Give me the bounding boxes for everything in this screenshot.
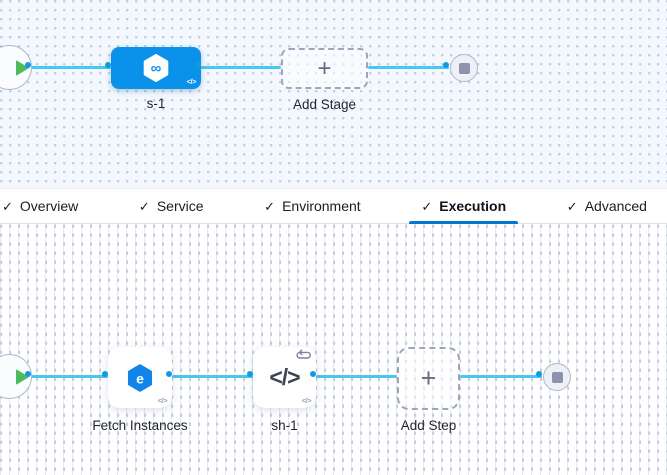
plus-icon: +	[420, 363, 437, 393]
connector-line	[201, 66, 281, 69]
check-icon: ✓	[264, 198, 276, 214]
tab-environment[interactable]: ✓ Environment	[252, 189, 373, 223]
tab-label: Overview	[19, 198, 79, 214]
active-tab-underline	[409, 221, 519, 224]
stage-node-s1[interactable]: ∞ </>	[111, 47, 201, 89]
connector-port[interactable]	[443, 62, 449, 68]
connector-port[interactable]	[195, 62, 201, 68]
connector-port[interactable]	[247, 371, 253, 377]
connector-port[interactable]	[25, 371, 31, 377]
step-node-fetch-instances[interactable]: e </>	[108, 347, 172, 408]
stop-icon	[458, 62, 470, 74]
add-stage-button[interactable]: +	[281, 48, 368, 89]
execution-graph-canvas[interactable]: e </> Fetch Instances </> </> sh-1 + Add…	[0, 224, 667, 475]
plus-icon: +	[317, 54, 332, 82]
check-icon: ✓	[138, 198, 150, 214]
check-icon: ✓	[566, 198, 578, 214]
fetch-instances-icon: e	[127, 363, 153, 392]
stage-graph-canvas[interactable]: ∞ </> s-1 + Add Stage	[0, 0, 667, 188]
pipeline-end-node[interactable]	[450, 54, 478, 82]
stage-name-label[interactable]: s-1	[146, 96, 166, 111]
execution-end-node[interactable]	[543, 363, 571, 391]
tab-label: Advanced	[584, 198, 647, 214]
connector-line	[368, 66, 449, 69]
connector-port[interactable]	[105, 62, 111, 68]
connector-line	[460, 375, 542, 378]
cd-stage-hexagon-icon: ∞	[143, 54, 169, 82]
add-step-label: Add Step	[400, 418, 457, 433]
connector-line	[172, 375, 253, 378]
connector-line	[31, 375, 108, 378]
check-icon: ✓	[2, 198, 13, 214]
add-step-button[interactable]: +	[397, 347, 460, 410]
yaml-code-icon[interactable]: </>	[301, 396, 312, 405]
yaml-code-icon[interactable]: </>	[157, 396, 168, 405]
tab-label: Environment	[282, 198, 361, 214]
connector-port[interactable]	[310, 371, 316, 377]
step-name-label[interactable]: Fetch Instances	[92, 418, 188, 433]
tab-service[interactable]: ✓ Service	[127, 189, 216, 223]
letter-e-glyph: e	[136, 370, 144, 386]
tab-overview[interactable]: ✓ Overview	[0, 189, 90, 223]
connector-port[interactable]	[536, 371, 542, 377]
connector-line	[31, 66, 111, 69]
add-stage-label: Add Stage	[292, 97, 357, 112]
shell-script-icon: </>	[269, 364, 300, 390]
looping-strategy-icon	[296, 349, 312, 362]
connector-port[interactable]	[102, 371, 108, 377]
step-node-sh1[interactable]: </> </>	[253, 347, 316, 408]
tab-label: Service	[156, 198, 204, 214]
infinity-glyph: ∞	[151, 60, 162, 77]
tab-label: Execution	[439, 198, 507, 214]
yaml-code-icon[interactable]: </>	[186, 77, 197, 86]
connector-port[interactable]	[166, 371, 172, 377]
tab-execution[interactable]: ✓ Execution	[409, 189, 519, 224]
connector-line	[316, 375, 397, 378]
step-name-label[interactable]: sh-1	[271, 418, 298, 433]
tab-advanced[interactable]: ✓ Advanced	[555, 189, 659, 223]
stage-config-tabbar: ✓ Overview ✓ Service ✓ Environment ✓ Exe…	[0, 188, 667, 224]
stop-icon	[551, 371, 563, 383]
check-icon: ✓	[421, 198, 433, 214]
connector-port[interactable]	[25, 62, 31, 68]
